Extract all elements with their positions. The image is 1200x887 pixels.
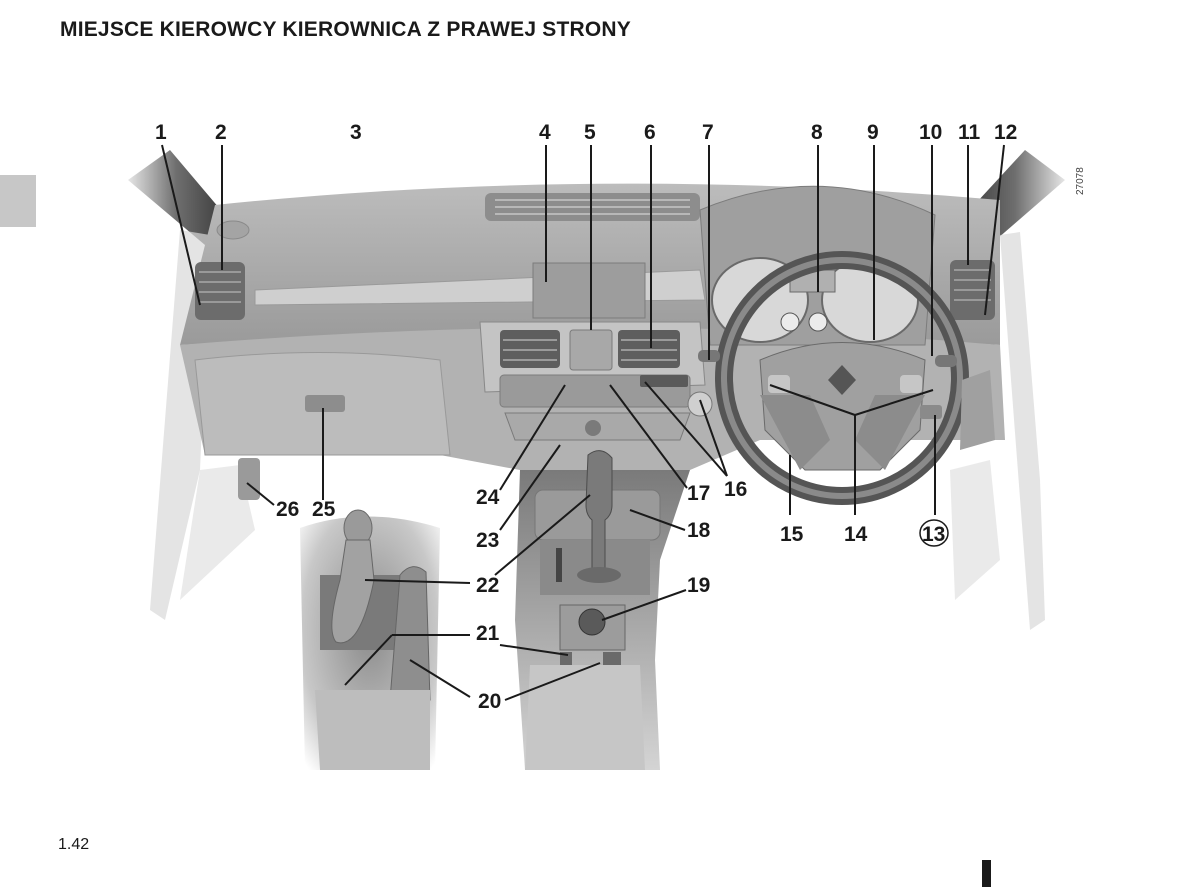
callout-1: 1 xyxy=(155,121,167,144)
callout-20: 20 xyxy=(478,690,501,713)
callout-4: 4 xyxy=(539,121,551,144)
callout-2: 2 xyxy=(215,121,227,144)
callout-25: 25 xyxy=(312,498,336,521)
callout-23: 23 xyxy=(476,529,499,552)
callout-21: 21 xyxy=(476,622,500,645)
callout-14: 14 xyxy=(844,523,868,546)
callout-19: 19 xyxy=(687,574,710,597)
callout-3: 3 xyxy=(350,121,362,144)
callout-8: 8 xyxy=(811,121,823,144)
callout-13: 13 xyxy=(922,523,945,546)
callout-17: 17 xyxy=(687,482,710,505)
manual-gearbox-inset xyxy=(300,509,440,770)
callout-12: 12 xyxy=(994,121,1017,144)
callout-6: 6 xyxy=(644,121,656,144)
navigation-screen xyxy=(532,262,646,319)
callout-7: 7 xyxy=(702,121,714,144)
steering-wheel xyxy=(715,251,969,505)
page-marker xyxy=(982,860,991,887)
leader-lines xyxy=(161,144,1005,701)
page-number: 1.42 xyxy=(58,836,90,853)
callout-labels: 1 2 3 4 5 6 7 8 9 10 11 12 13 14 15 16 1… xyxy=(155,121,1017,713)
callout-18: 18 xyxy=(687,519,711,542)
callout-11: 11 xyxy=(958,121,981,144)
callout-24: 24 xyxy=(476,486,500,509)
callout-15: 15 xyxy=(780,523,804,546)
callout-22: 22 xyxy=(476,574,499,597)
callout-26: 26 xyxy=(276,498,299,521)
left-a-pillar xyxy=(128,150,225,245)
callout-9: 9 xyxy=(867,121,879,144)
callout-5: 5 xyxy=(584,121,596,144)
callout-16: 16 xyxy=(724,478,747,501)
section-tab xyxy=(0,175,36,227)
page-title: MIEJSCE KIEROWCY KIEROWNICA Z PRAWEJ STR… xyxy=(60,18,631,41)
callout-10: 10 xyxy=(919,121,942,144)
